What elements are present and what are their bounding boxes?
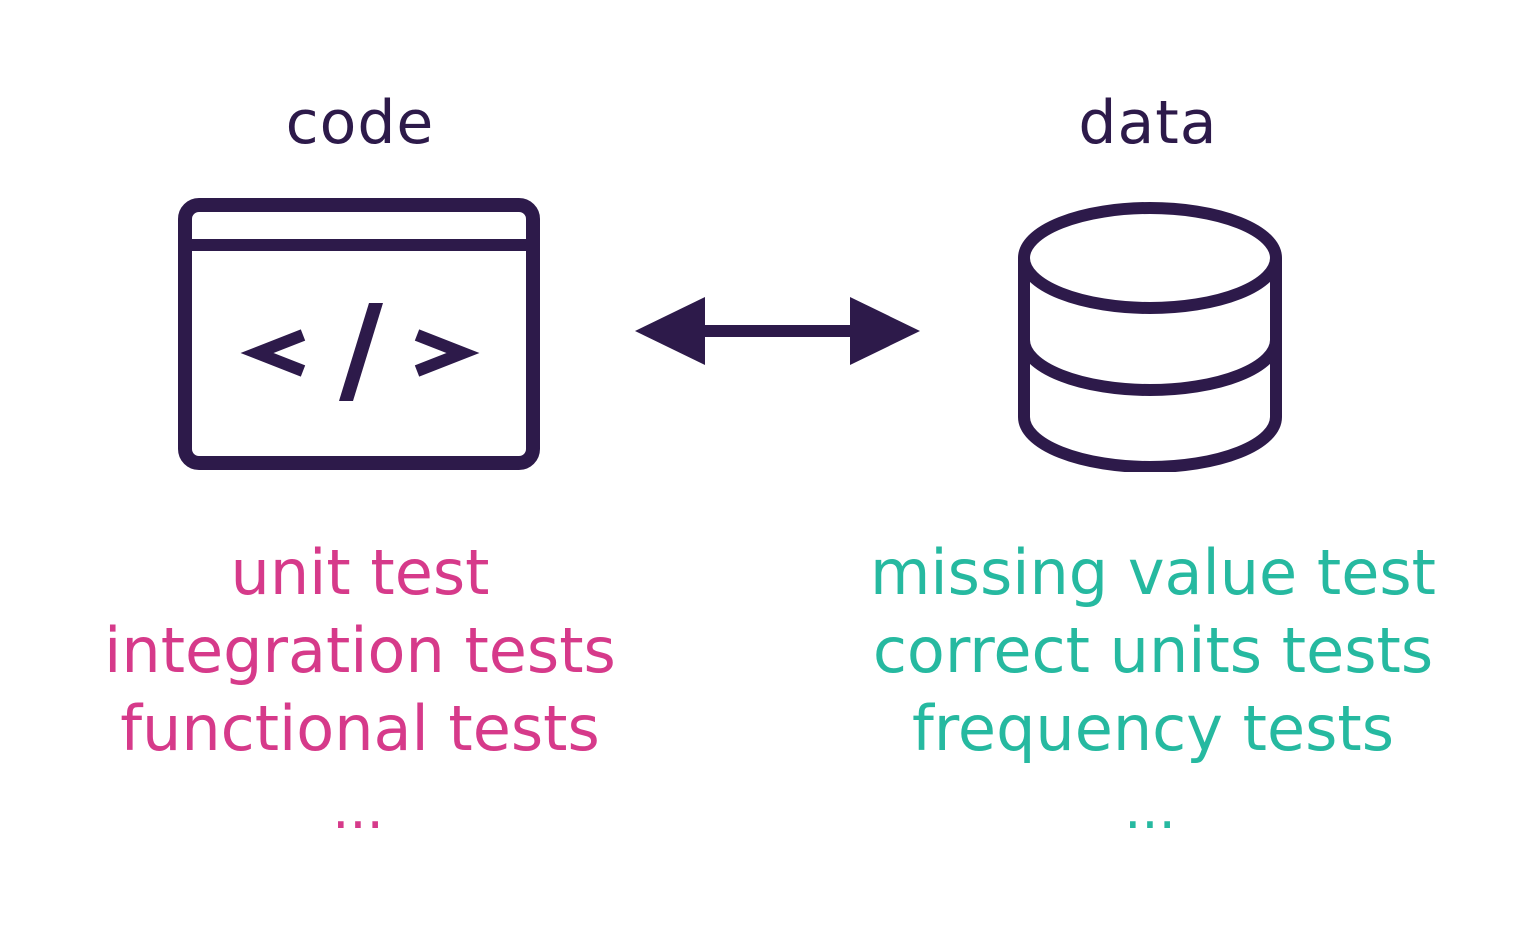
code-tests-ellipsis: ... [332, 778, 384, 841]
code-tests-list: unit test integration tests functional t… [60, 534, 660, 768]
list-item: correct units tests [872, 614, 1434, 687]
data-tests-list: missing value test correct units tests f… [838, 534, 1468, 768]
list-item: unit test [230, 536, 490, 609]
data-tests-ellipsis: ... [1124, 778, 1176, 841]
double-arrow-icon [635, 297, 920, 365]
code-title: code [285, 88, 435, 158]
database-icon [1018, 202, 1282, 472]
list-item: frequency tests [911, 692, 1395, 765]
code-window-icon [178, 198, 540, 470]
data-title: data [1078, 88, 1218, 158]
list-item: missing value test [870, 536, 1436, 609]
list-item: integration tests [104, 614, 616, 687]
list-item: functional tests [120, 692, 600, 765]
